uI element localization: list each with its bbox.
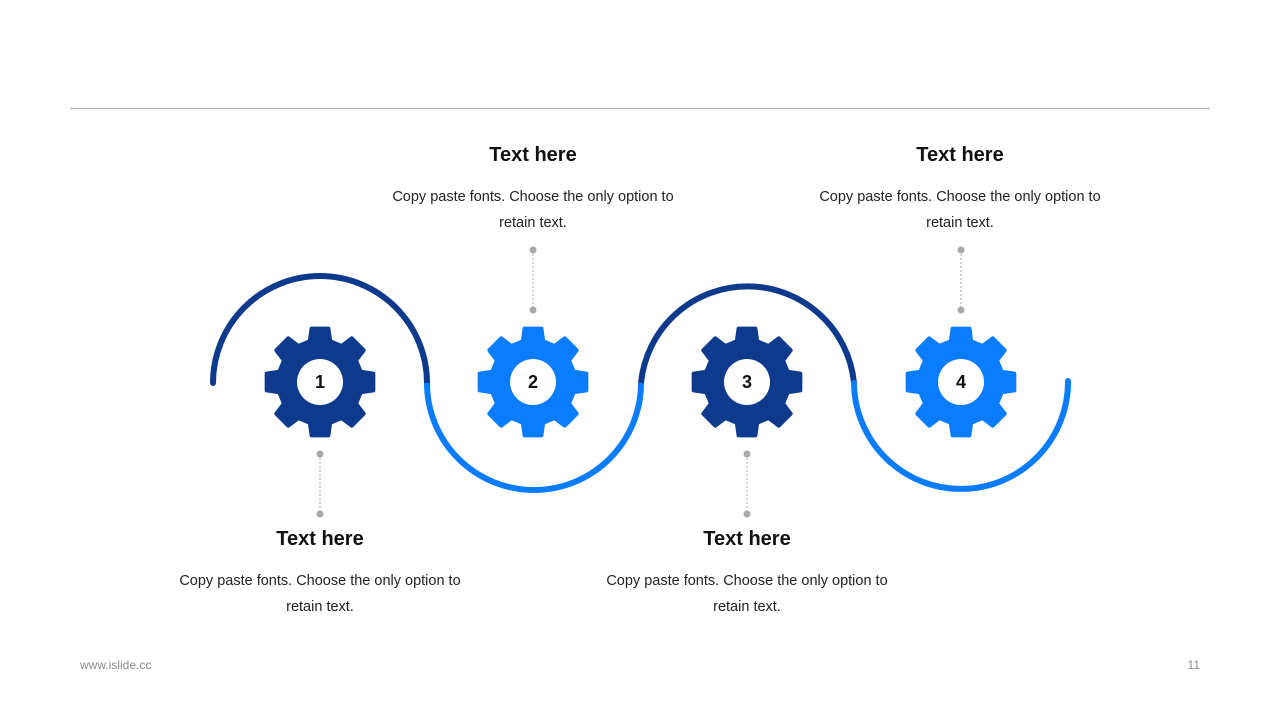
page-number: 11 [1187, 658, 1200, 672]
wave-arc-1 [210, 273, 430, 386]
connector-2 [529, 246, 537, 314]
footer-website: www.islide.cc [80, 658, 152, 672]
step-number-2: 2 [528, 372, 538, 392]
step-3-description: Copy paste fonts. Choose the only option… [606, 573, 888, 615]
step-number-4: 4 [956, 372, 966, 392]
step-1-description: Copy paste fonts. Choose the only option… [179, 573, 461, 615]
step-3-title: Text here [703, 528, 791, 550]
step-number-1: 1 [315, 372, 325, 392]
step-4-title: Text here [916, 144, 1004, 166]
gear-icon-4: 4 [905, 326, 1017, 438]
wave-arc-3 [638, 283, 857, 384]
step-2-description: Copy paste fonts. Choose the only option… [392, 189, 674, 231]
step-number-3: 3 [742, 372, 752, 392]
step-2-title: Text here [489, 144, 577, 166]
gear-icon-2: 2 [477, 326, 589, 438]
step-4-description: Copy paste fonts. Choose the only option… [819, 189, 1101, 231]
gear-icon-3: 3 [691, 326, 803, 438]
connector-3 [743, 450, 751, 518]
gear-icon-1: 1 [264, 326, 376, 438]
wave-arc-4 [851, 378, 1072, 492]
wave-arc-2 [424, 382, 644, 493]
connector-1 [316, 450, 324, 518]
step-1-title: Text here [276, 528, 364, 550]
connector-4 [957, 246, 965, 314]
header-divider [70, 108, 1210, 109]
